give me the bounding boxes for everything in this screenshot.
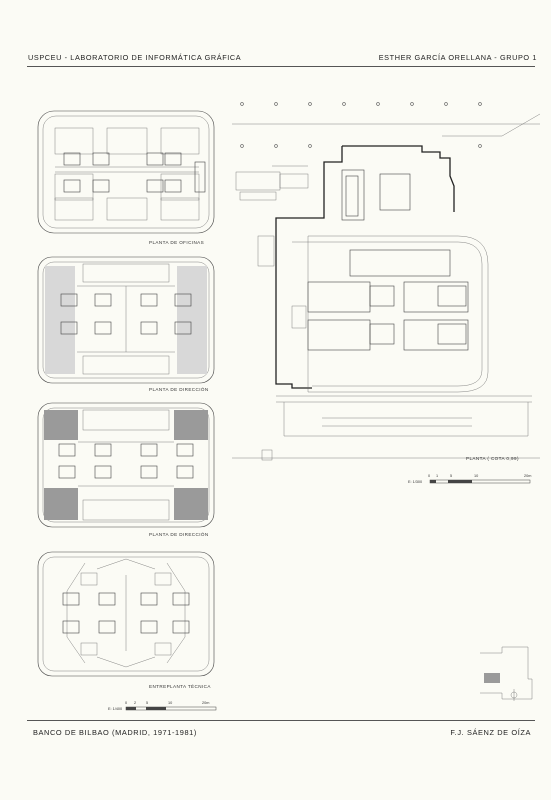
scale-ratio-left: E: 1/400 [108, 707, 123, 711]
site-plan [232, 102, 541, 461]
scale-ratio-right: E: 1/300 [408, 480, 423, 484]
management-floor-plan-2 [37, 402, 215, 528]
scale-bar-left [125, 706, 217, 711]
plan-label-management-2: PLANTA DE DIRECCIÓN [149, 532, 209, 537]
scale-tick-left: 5 [146, 701, 149, 705]
technical-mezzanine-plan [37, 551, 215, 677]
header-rule [27, 66, 535, 67]
scale-tick-left: 0 [125, 701, 128, 705]
scale-tick-right: 10 [474, 474, 479, 478]
plan-label-office: PLANTA DE OFICINAS [149, 240, 205, 245]
scale-tick-right: 1 [436, 474, 439, 478]
office-floor-plan [37, 110, 215, 234]
plan-label-technical: ENTREPLANTA TÉCNICA [149, 684, 211, 689]
location-map [480, 646, 533, 701]
plan-label-site: PLANTA ( COTA 0,99) [466, 456, 519, 461]
header-right: ESTHER GARCÍA ORELLANA - GRUPO 1 [378, 53, 537, 62]
scale-tick-left: 20m [202, 701, 210, 705]
footer-right: F.J. SÁENZ DE OÍZA [450, 728, 531, 737]
footer-left: BANCO DE BILBAO (MADRID, 1971-1981) [33, 728, 197, 737]
scale-tick-left: 2 [134, 701, 137, 705]
plan-label-management-1: PLANTA DE DIRECCIÓN [149, 387, 209, 392]
scale-tick-left: 10 [168, 701, 173, 705]
scale-tick-right: 20m [524, 474, 532, 478]
scale-tick-right: 0 [428, 474, 431, 478]
management-floor-plan [37, 256, 215, 384]
scale-tick-right: 5 [450, 474, 453, 478]
scale-bar-right [429, 479, 531, 484]
header-left: USPCEU - LABORATORIO DE INFORMÁTICA GRÁF… [28, 53, 242, 62]
footer-rule [27, 720, 535, 721]
